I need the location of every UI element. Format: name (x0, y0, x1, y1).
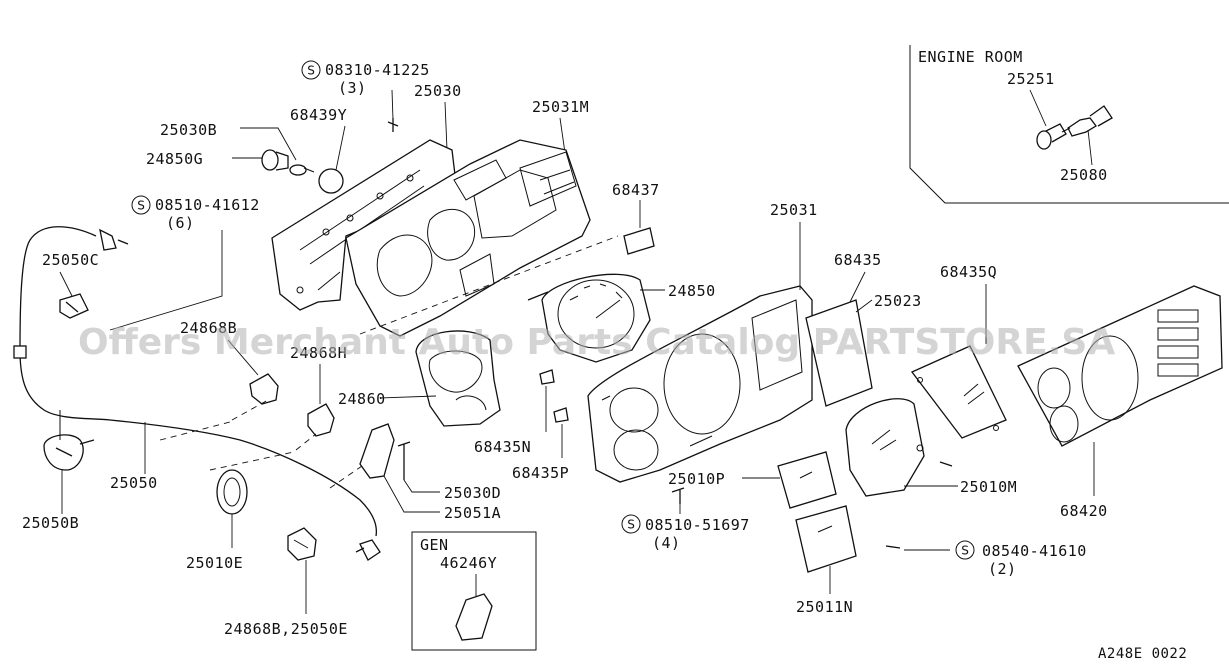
label-24868H: 24868H (290, 344, 347, 362)
clip-24868B (249, 373, 279, 405)
label-25030: 25030 (414, 82, 462, 100)
lens-68439Y (318, 168, 344, 194)
label-68420: 68420 (1060, 502, 1108, 520)
bracket-25051A (359, 423, 411, 480)
label-68437: 68437 (612, 181, 660, 199)
film-25023 (805, 299, 873, 407)
qty-08510-41612: (6) (166, 214, 195, 232)
label-25031M: 25031M (532, 98, 589, 116)
label-68435Q: 68435Q (940, 263, 997, 281)
label-08540-41610: 08540-41610 (982, 542, 1087, 560)
bulb-socket-24850G (261, 149, 289, 171)
label-68435P: 68435P (512, 464, 569, 482)
clip-24868B-25050E (287, 527, 317, 561)
screw-symbol: S (307, 64, 315, 78)
label-25030B: 25030B (160, 121, 217, 139)
screw-callout-08310: S 08310-41225 (3) (301, 60, 430, 132)
label-25031: 25031 (770, 201, 818, 219)
watermark-text: Offers Merchant Auto Parts Catalog PARTS… (78, 322, 1115, 363)
dial-25011N (795, 505, 857, 573)
sender-25080-part (1061, 105, 1113, 137)
rear-housing-25030 (271, 139, 456, 311)
label-68435: 68435 (834, 251, 882, 269)
label-24860: 24860 (338, 390, 386, 408)
label-25010E: 25010E (186, 554, 243, 572)
label-08310-41225: 08310-41225 (325, 61, 430, 79)
label-46246Y: 46246Y (440, 554, 497, 572)
lens-68435N (539, 369, 555, 385)
gauge-24860 (415, 330, 501, 427)
label-24850: 24850 (668, 282, 716, 300)
lens-68435P (553, 407, 569, 423)
label-25080: 25080 (1060, 166, 1108, 184)
label-25011N: 25011N (796, 598, 853, 616)
label-25030D: 25030D (444, 484, 501, 502)
dial-25010P (777, 451, 837, 509)
speedometer-cable-25050 (13, 226, 381, 561)
figure-code: A248E 0022 (1098, 646, 1187, 662)
label-25050C: 25050C (42, 251, 99, 269)
label-24868B-25050E: 24868B,25050E (224, 620, 348, 638)
engine-room-label: ENGINE ROOM (918, 48, 1023, 66)
engine-room-inset: ENGINE ROOM 25251 25080 (909, 45, 1229, 204)
label-25010M: 25010M (960, 478, 1017, 496)
connector-25251-part (1036, 123, 1067, 150)
bracket-46246Y (455, 593, 493, 641)
screw-symbol: S (627, 518, 635, 532)
label-25010P: 25010P (668, 470, 725, 488)
qty-08310: (3) (338, 79, 367, 97)
clip-24868H (307, 403, 335, 437)
screw-callout-08510-51697: S 08510-51697 (4) (621, 487, 750, 552)
label-25023: 25023 (874, 292, 922, 310)
qty-08540: (2) (988, 560, 1017, 578)
label-08510-51697: 08510-51697 (645, 516, 750, 534)
label-08510-41612: 08510-41612 (155, 196, 260, 214)
lens-68437 (623, 227, 655, 255)
screw-symbol: S (961, 544, 969, 558)
screw-symbol: S (137, 199, 145, 213)
meter-housing-25031M (345, 139, 591, 337)
label-24850G: 24850G (146, 150, 203, 168)
label-25051A: 25051A (444, 504, 501, 522)
label-25050: 25050 (110, 474, 158, 492)
lens-68435Q (910, 345, 1007, 439)
grommet-25010E (216, 469, 248, 515)
dial-25010M (845, 398, 925, 497)
label-25251: 25251 (1007, 70, 1055, 88)
qty-08510-51697: (4) (652, 534, 681, 552)
gen-label: GEN (420, 536, 449, 554)
meter-housing-25031 (587, 285, 813, 483)
label-68435N: 68435N (474, 438, 531, 456)
speedometer-24850 (527, 273, 651, 363)
label-68439Y: 68439Y (290, 106, 347, 124)
cluster-lid-68420 (1017, 285, 1223, 447)
screw-callout-08510-41612: S 08510-41612 (6) (109, 195, 260, 331)
screw-callout-08540: S 08540-41610 (2) (955, 540, 1087, 578)
bulb-25030B (289, 164, 315, 176)
label-25050B: 25050B (22, 514, 79, 532)
label-24868B-top: 24868B (180, 319, 237, 337)
gen-inset: GEN 46246Y (411, 531, 537, 651)
